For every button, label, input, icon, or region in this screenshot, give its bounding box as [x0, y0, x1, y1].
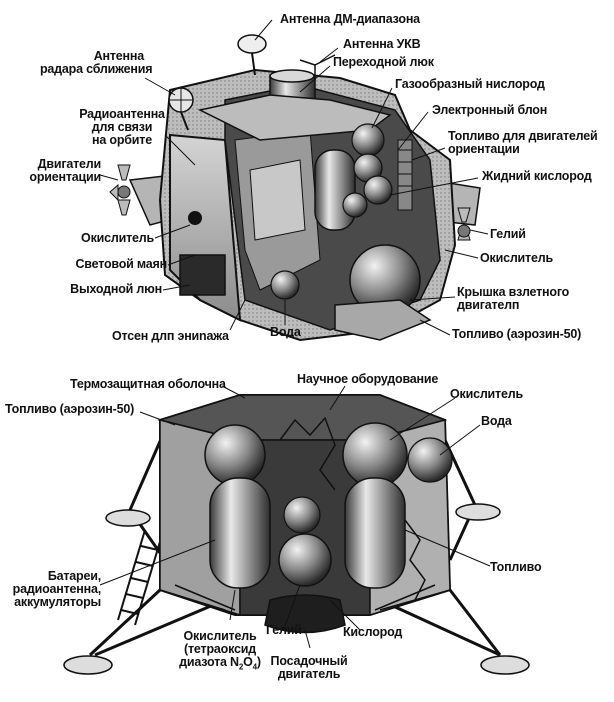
- footpad: [455, 503, 501, 521]
- label-science-equipment: Научное оборудование: [297, 372, 439, 386]
- beacon-shape: [188, 211, 202, 225]
- label-transfer-hatch: Переходной люк: [333, 55, 434, 69]
- footpad: [63, 655, 113, 675]
- landing-engine-shape: [264, 594, 346, 634]
- label-oxidizer-bottom-line2: (тетраоксид: [184, 642, 256, 656]
- label-exit-hatch: Выходной люн: [70, 282, 162, 296]
- label-batteries: Батареи, радиоантенна, аккумуляторы: [5, 569, 102, 609]
- label-oxidizer-right: Окислитель: [480, 251, 553, 265]
- label-rcs-fuel-line1: Топливо для двигателей: [448, 129, 598, 143]
- label-dm-antenna: Антенна ДМ-диапазона: [280, 12, 420, 26]
- label-engine-cover-line1: Крышка взлетного: [457, 285, 570, 299]
- label-aerozine-descent: Топливо (аэрозин-50): [5, 402, 135, 416]
- footpad: [480, 655, 530, 675]
- label-electronic-unit: Электронный блон: [432, 103, 548, 117]
- label-engine-cover: Крышка взлетного двигателп: [457, 286, 569, 312]
- label-engine-cover-line2: двигателп: [457, 298, 520, 312]
- label-oxidizer-bottom-line3: диазота N2O4): [179, 655, 261, 672]
- label-oxidizer-bottom-line1: Окислитель: [183, 629, 257, 643]
- label-gaseous-oxygen: Газообразный нислород: [395, 77, 545, 91]
- label-batteries-line2: радиоантенна,: [12, 582, 102, 596]
- label-liquid-oxygen: Жидний кислород: [482, 169, 592, 183]
- label-rcs-fuel-line2: ориентации: [448, 142, 520, 156]
- ladder: [117, 529, 163, 626]
- rcs-thruster-left: [109, 164, 131, 216]
- label-landing-engine: Посадочный двигатель: [264, 655, 354, 681]
- label-oxidizer-left: Окислитель: [81, 231, 154, 245]
- label-oxidizer-bottom: Окислитель (тетраоксид диазота N2O4): [170, 629, 270, 672]
- helium-sphere: [278, 533, 332, 587]
- label-rcs-thrusters: Двигатели ориентации: [6, 158, 101, 184]
- label-water-descent: Вода: [481, 414, 512, 428]
- label-helium-descent: Гелий: [266, 623, 302, 637]
- label-vhf-antenna: Антенна УКВ: [343, 37, 421, 51]
- label-rcs-fuel: Топливо для двигателей ориентации: [448, 129, 598, 156]
- exit-hatch-shape: [179, 254, 226, 296]
- label-water-ascent: Вода: [270, 325, 301, 339]
- engine-cover: [334, 299, 432, 341]
- label-batteries-line3: аккумуляторы: [14, 595, 101, 609]
- label-beacon: Световой маян: [75, 257, 167, 271]
- label-landing-engine-line1: Посадочный: [270, 654, 348, 668]
- label-rcs-thrusters-line1: Двигатели: [37, 157, 102, 171]
- ascent-stage: [109, 34, 481, 342]
- footpad: [105, 509, 151, 527]
- label-oxidizer-top: Окислитель: [450, 387, 523, 401]
- ascent-leaders: [99, 19, 489, 336]
- oxidizer-tank: [209, 477, 271, 589]
- label-fuel-descent: Топливо: [490, 560, 542, 574]
- label-thermal-shield: Термозащитная оболочна: [70, 377, 226, 391]
- label-rendezvous-radar: Антенна радара сближения: [40, 49, 153, 76]
- label-crew-compartment: Отсен длп эниnажа: [112, 329, 229, 343]
- label-rendezvous-radar-line1: Антенна: [93, 49, 145, 63]
- dm-antenna-dish: [237, 34, 267, 54]
- label-orbit-antenna-line2: для связи: [91, 120, 153, 134]
- label-aerozine-ascent: Топливо (аэрозин-50): [452, 327, 582, 341]
- descent-leaders: [99, 385, 491, 649]
- label-orbit-antenna: Радиоантенна для связи на орбите: [62, 108, 182, 147]
- label-landing-engine-line2: двигатель: [277, 667, 341, 681]
- fuel-tank: [344, 477, 406, 589]
- label-rendezvous-radar-line2: радара сближения: [40, 62, 153, 76]
- rcs-thruster-right: [457, 207, 471, 241]
- label-helium-ascent: Гелий: [490, 227, 526, 241]
- descent-stage: [63, 394, 530, 675]
- label-orbit-antenna-line1: Радиоантенна: [79, 107, 165, 121]
- label-orbit-antenna-line3: на орбите: [92, 133, 152, 147]
- label-oxygen-descent: Кислород: [343, 625, 403, 639]
- label-batteries-line1: Батареи,: [47, 569, 101, 583]
- oxygen-tank: [314, 149, 356, 231]
- label-rcs-thrusters-line2: ориентации: [29, 170, 101, 184]
